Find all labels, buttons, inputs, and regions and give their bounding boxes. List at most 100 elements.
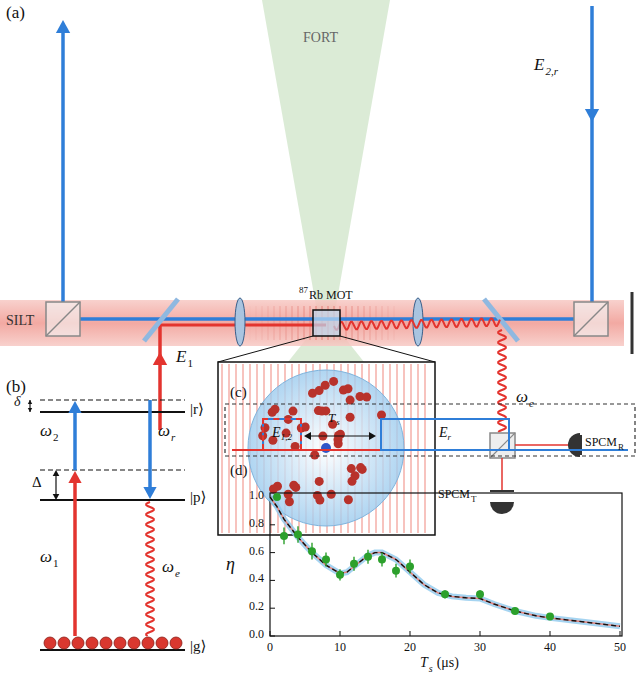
label: 0 <box>267 641 273 654</box>
arrow-head <box>53 494 60 500</box>
subscript: e <box>529 397 534 409</box>
lattice-stripe <box>417 364 418 533</box>
tick <box>410 631 411 636</box>
subscript: 1,2 <box>281 432 292 442</box>
standing-wave <box>376 306 377 340</box>
label: |p⟩ <box>190 489 206 506</box>
plot-frame <box>270 493 622 636</box>
arrow-head <box>153 352 167 365</box>
atom <box>356 463 365 472</box>
atom <box>334 439 343 448</box>
dichroic-mirror <box>144 299 178 341</box>
label: ω <box>40 422 52 441</box>
detector <box>580 435 582 455</box>
tick <box>270 608 275 609</box>
fiber-splitter <box>490 433 515 458</box>
arrow-head <box>68 401 81 413</box>
atom <box>72 637 84 649</box>
label: FORT <box>303 30 338 45</box>
label: 10 <box>334 641 346 654</box>
label: |r⟩ <box>190 401 204 418</box>
atom <box>346 413 355 422</box>
subscript: s <box>336 418 340 428</box>
lens <box>413 298 423 346</box>
label: η <box>226 555 235 575</box>
atom <box>317 407 326 416</box>
theory-curve <box>270 497 620 626</box>
label: E <box>176 348 186 367</box>
atom <box>285 497 294 506</box>
label: Δ <box>32 474 42 491</box>
label: Rb MOT <box>309 289 353 302</box>
data-point <box>294 531 302 539</box>
arrow-head <box>28 408 32 412</box>
subscript: 2 <box>53 431 59 443</box>
label: E <box>534 56 544 75</box>
arrow-head <box>304 432 311 440</box>
data-point <box>511 607 519 615</box>
tick <box>270 552 275 553</box>
probe-beam <box>61 30 65 302</box>
interval-arrow <box>310 435 370 436</box>
label: 40 <box>544 641 556 654</box>
subscript: r <box>448 432 452 442</box>
label: 0.6 <box>249 545 264 558</box>
atom <box>308 389 317 398</box>
subscript: R <box>618 443 624 453</box>
arrow-head <box>143 487 156 499</box>
transition-arrow <box>73 410 77 470</box>
sequence-frame <box>225 404 635 456</box>
subscript: T <box>471 495 477 505</box>
silt-beam <box>0 300 624 346</box>
data-point <box>406 563 414 571</box>
zoom-line <box>218 336 313 362</box>
subscript: s <box>429 663 433 673</box>
arrow-head <box>68 471 81 483</box>
tick <box>620 631 621 636</box>
tick <box>340 631 341 636</box>
arrow-head <box>53 470 60 476</box>
label: 50 <box>614 641 626 654</box>
standing-wave <box>274 306 275 340</box>
atom <box>310 451 319 460</box>
atom <box>284 490 293 499</box>
detector <box>490 502 514 514</box>
excitation-beam <box>158 325 162 430</box>
label: 30 <box>474 641 486 654</box>
data-point <box>308 547 316 555</box>
standing-wave <box>298 306 299 340</box>
subscript: r <box>171 431 175 443</box>
theory-band <box>270 497 620 626</box>
arrow-head <box>369 432 376 440</box>
zoom-line <box>340 336 435 362</box>
atom <box>351 471 360 480</box>
emission-photon <box>498 330 506 432</box>
subscript: 1 <box>53 557 59 569</box>
label: (b) <box>6 378 26 397</box>
tick <box>550 631 551 636</box>
virtual-level <box>40 469 185 470</box>
label: 0.8 <box>249 517 264 530</box>
label: ω <box>158 422 170 441</box>
standing-wave <box>256 306 257 340</box>
fiber <box>501 458 503 490</box>
data-point <box>336 571 344 579</box>
arrow-head <box>585 109 599 122</box>
standing-wave <box>268 306 269 340</box>
tick <box>480 631 481 636</box>
beam-splitter <box>46 302 80 336</box>
label: 0.4 <box>249 572 264 585</box>
label: ω <box>40 548 52 567</box>
atom <box>271 405 280 414</box>
pulse-name: E <box>439 425 448 440</box>
label: 1.0 <box>249 489 264 502</box>
data-point <box>322 556 330 564</box>
atom <box>170 637 182 649</box>
standing-wave <box>286 306 287 340</box>
label: SPCM <box>585 436 617 449</box>
atom <box>289 481 298 490</box>
data-point <box>441 590 449 598</box>
atom <box>344 495 353 504</box>
label: 20 <box>404 641 416 654</box>
